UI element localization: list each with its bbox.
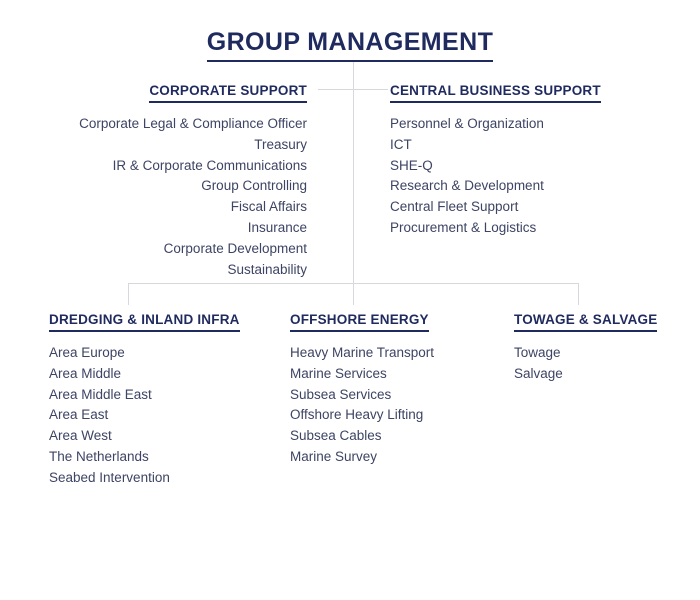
group-items-corporate-support: Corporate Legal & Compliance Officer Tre… [7, 114, 307, 280]
list-item: Area Middle East [49, 386, 152, 402]
list-item: Seabed Intervention [49, 469, 170, 485]
list-item: Personnel & Organization [390, 116, 544, 131]
group-items-dredging-inland-infra: Area Europe Area Middle Area Middle East… [49, 343, 289, 489]
list-item: Research & Development [390, 178, 544, 194]
list-item: Marine Survey [290, 448, 378, 464]
connector-top-horizontal [318, 89, 388, 90]
group-central-business-support: CENTRAL BUSINESS SUPPORT Personnel & Org… [390, 82, 670, 239]
list-item: Group Controlling [201, 178, 307, 194]
list-item: Marine Services [290, 365, 387, 381]
list-item: ICT [390, 136, 412, 152]
group-items-central-business-support: Personnel & Organization ICT SHE-Q Resea… [390, 114, 670, 239]
group-header-dredging-inland-infra: DREDGING & INLAND INFRA [49, 312, 240, 332]
list-item: Area Europe [49, 345, 125, 360]
group-towage-salvage: TOWAGE & SALVAGE Towage Salvage [514, 311, 694, 385]
list-item: Heavy Marine Transport [290, 345, 435, 360]
group-header-wrap: DREDGING & INLAND INFRA [49, 311, 289, 332]
page-title: GROUP MANAGEMENT [0, 28, 700, 62]
list-item: Area East [49, 407, 109, 423]
list-item: Corporate Development [163, 240, 307, 256]
list-item: Subsea Services [290, 386, 392, 402]
group-dredging-inland-infra: DREDGING & INLAND INFRA Area Europe Area… [49, 311, 289, 489]
group-header-wrap: TOWAGE & SALVAGE [514, 311, 694, 332]
list-item: Salvage [514, 365, 563, 381]
group-header-wrap: CORPORATE SUPPORT [7, 82, 307, 103]
list-item: Corporate Legal & Compliance Officer [79, 116, 307, 131]
list-item: Subsea Cables [290, 428, 382, 444]
connector-drop-left [128, 283, 129, 305]
group-header-corporate-support: CORPORATE SUPPORT [149, 83, 307, 103]
list-item: Sustainability [227, 261, 307, 277]
list-item: Fiscal Affairs [230, 199, 307, 215]
group-header-wrap: OFFSHORE ENERGY [290, 311, 505, 332]
list-item: Area Middle [49, 365, 122, 381]
list-item: IR & Corporate Communications [112, 157, 307, 173]
list-item: Procurement & Logistics [390, 219, 537, 235]
connector-drop-right [578, 283, 579, 305]
group-items-towage-salvage: Towage Salvage [514, 343, 694, 385]
page-title-text: GROUP MANAGEMENT [206, 28, 494, 62]
group-header-central-business-support: CENTRAL BUSINESS SUPPORT [390, 83, 601, 103]
group-offshore-energy: OFFSHORE ENERGY Heavy Marine Transport M… [290, 311, 505, 468]
group-header-wrap: CENTRAL BUSINESS SUPPORT [390, 82, 670, 103]
group-items-offshore-energy: Heavy Marine Transport Marine Services S… [290, 343, 505, 468]
list-item: Area West [49, 428, 112, 444]
list-item: Insurance [247, 219, 307, 235]
list-item: Offshore Heavy Lifting [290, 407, 424, 423]
list-item: The Netherlands [49, 448, 149, 464]
connector-bottom-horizontal [128, 283, 579, 284]
list-item: Treasury [254, 136, 307, 152]
connector-center-vertical [353, 62, 354, 305]
list-item: Central Fleet Support [390, 199, 519, 215]
group-corporate-support: CORPORATE SUPPORT Corporate Legal & Comp… [7, 82, 307, 280]
group-header-towage-salvage: TOWAGE & SALVAGE [514, 312, 658, 332]
group-header-offshore-energy: OFFSHORE ENERGY [290, 312, 429, 332]
list-item: Towage [514, 345, 561, 360]
list-item: SHE-Q [390, 157, 433, 173]
